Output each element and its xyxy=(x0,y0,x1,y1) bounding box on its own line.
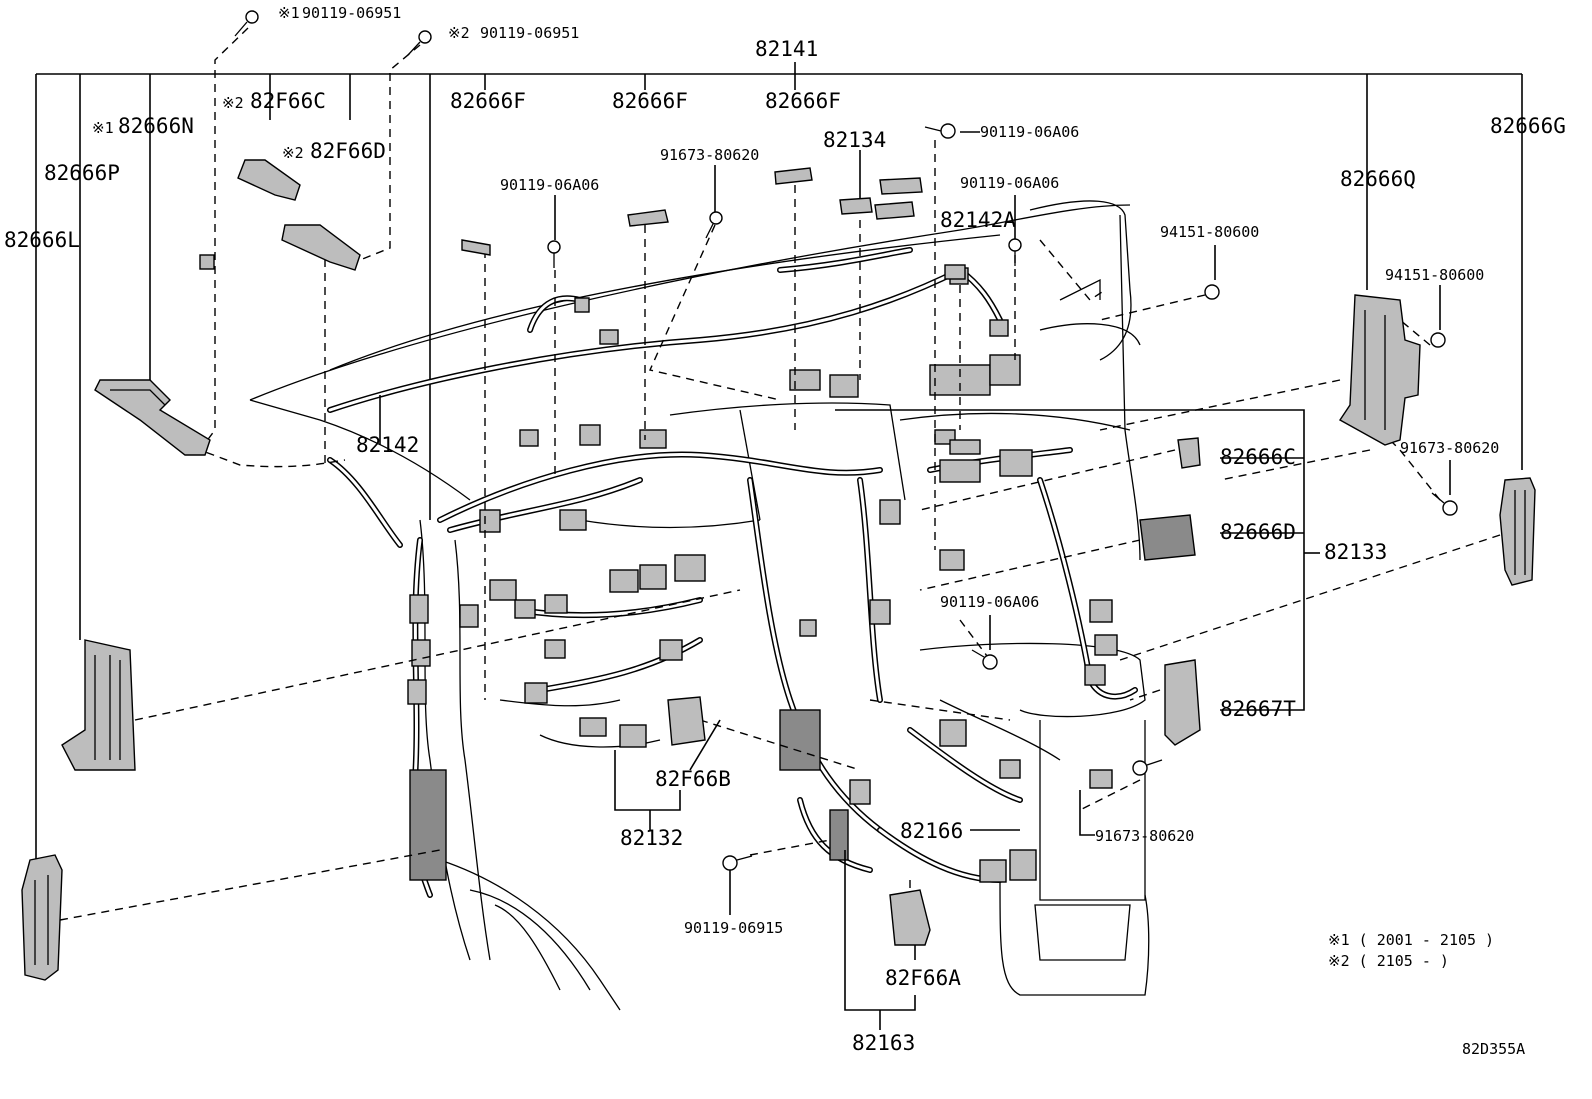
label-82666P: 82666P xyxy=(44,161,120,185)
label-82666N-mark: ※1 xyxy=(92,119,114,137)
part-82666P-bracket xyxy=(61,639,136,771)
assembly-bracket-82141 xyxy=(35,62,1523,880)
label-82666F-b: 82666F xyxy=(612,89,688,113)
label-82142: 82142 xyxy=(356,433,419,457)
label-82666N: 82666N xyxy=(118,114,194,138)
instrument-panel-outline xyxy=(249,200,1150,1011)
part-82F66B-relay xyxy=(667,696,706,746)
label-bolt1: 90119-06951 xyxy=(302,4,401,22)
label-82F66C: 82F66C xyxy=(250,89,326,113)
label-82142A: 82142A xyxy=(940,208,1016,232)
label-82666Q: 82666Q xyxy=(1340,167,1416,191)
label-94151-80600-a: 94151-80600 xyxy=(1160,223,1259,241)
note-1: ※1 ( 2001 - 2105 ) xyxy=(1328,931,1494,949)
label-82F66A: 82F66A xyxy=(885,966,961,990)
harness-main xyxy=(327,247,1138,898)
part-82666G-bracket xyxy=(1499,477,1536,586)
label-90119-06A06-a: 90119-06A06 xyxy=(500,176,599,194)
label-82133: 82133 xyxy=(1324,540,1387,564)
fasteners xyxy=(234,10,1458,871)
part-82142A-harness xyxy=(944,264,966,280)
label-82F66C-mark: ※2 xyxy=(222,94,244,112)
label-82666F-c: 82666F xyxy=(765,89,841,113)
diagram-code: 82D355A xyxy=(1462,1040,1525,1058)
part-82666F-clips xyxy=(461,167,813,256)
part-labels: 82141 82666L 82666P ※1 82666N ※2 82F66C … xyxy=(4,4,1566,1058)
label-90119-06A06-c: 90119-06A06 xyxy=(960,174,1059,192)
label-90119-06A06-b: 90119-06A06 xyxy=(980,123,1079,141)
label-82141: 82141 xyxy=(755,37,818,61)
part-82F66A-bracket xyxy=(889,889,931,946)
note-2: ※2 ( 2105 - ) xyxy=(1328,952,1449,970)
label-bolt2-mark: ※2 xyxy=(448,24,470,42)
label-91673-80620-c: 91673-80620 xyxy=(1095,827,1194,845)
label-82667T: 82667T xyxy=(1220,697,1296,721)
part-82666D-relay xyxy=(1139,514,1196,561)
label-91673-80620-a: 91673-80620 xyxy=(660,146,759,164)
leader-lines xyxy=(59,27,1501,921)
part-82666N-bracket xyxy=(94,379,211,456)
label-82666G: 82666G xyxy=(1490,114,1566,138)
part-82666Q-bracket xyxy=(1338,294,1421,446)
label-94151-80600-b: 94151-80600 xyxy=(1385,266,1484,284)
connectors xyxy=(199,254,1118,883)
part-82F66D-clip xyxy=(281,224,361,271)
label-82F66D-mark: ※2 xyxy=(282,144,304,162)
part-82666L-bracket xyxy=(21,854,63,981)
part-82134-clips xyxy=(839,177,923,220)
label-82F66B: 82F66B xyxy=(655,767,731,791)
label-82F66D: 82F66D xyxy=(310,139,386,163)
label-82163: 82163 xyxy=(852,1031,915,1055)
label-90119-06915: 90119-06915 xyxy=(684,919,783,937)
label-82666C: 82666C xyxy=(1220,445,1296,469)
label-82134: 82134 xyxy=(823,128,886,152)
label-82666D: 82666D xyxy=(1220,520,1296,544)
label-82666L: 82666L xyxy=(4,228,80,252)
part-82666C-clip xyxy=(1177,437,1201,469)
label-82666F-a: 82666F xyxy=(450,89,526,113)
label-82132: 82132 xyxy=(620,826,683,850)
label-90119-06A06-d: 90119-06A06 xyxy=(940,593,1039,611)
label-82166: 82166 xyxy=(900,819,963,843)
part-82F66C-clip xyxy=(237,159,301,201)
label-91673-80620-b: 91673-80620 xyxy=(1400,439,1499,457)
label-bolt2: 90119-06951 xyxy=(480,24,579,42)
label-bolt1-mark: ※1 xyxy=(278,4,300,22)
part-82667T-bracket xyxy=(1164,659,1201,746)
